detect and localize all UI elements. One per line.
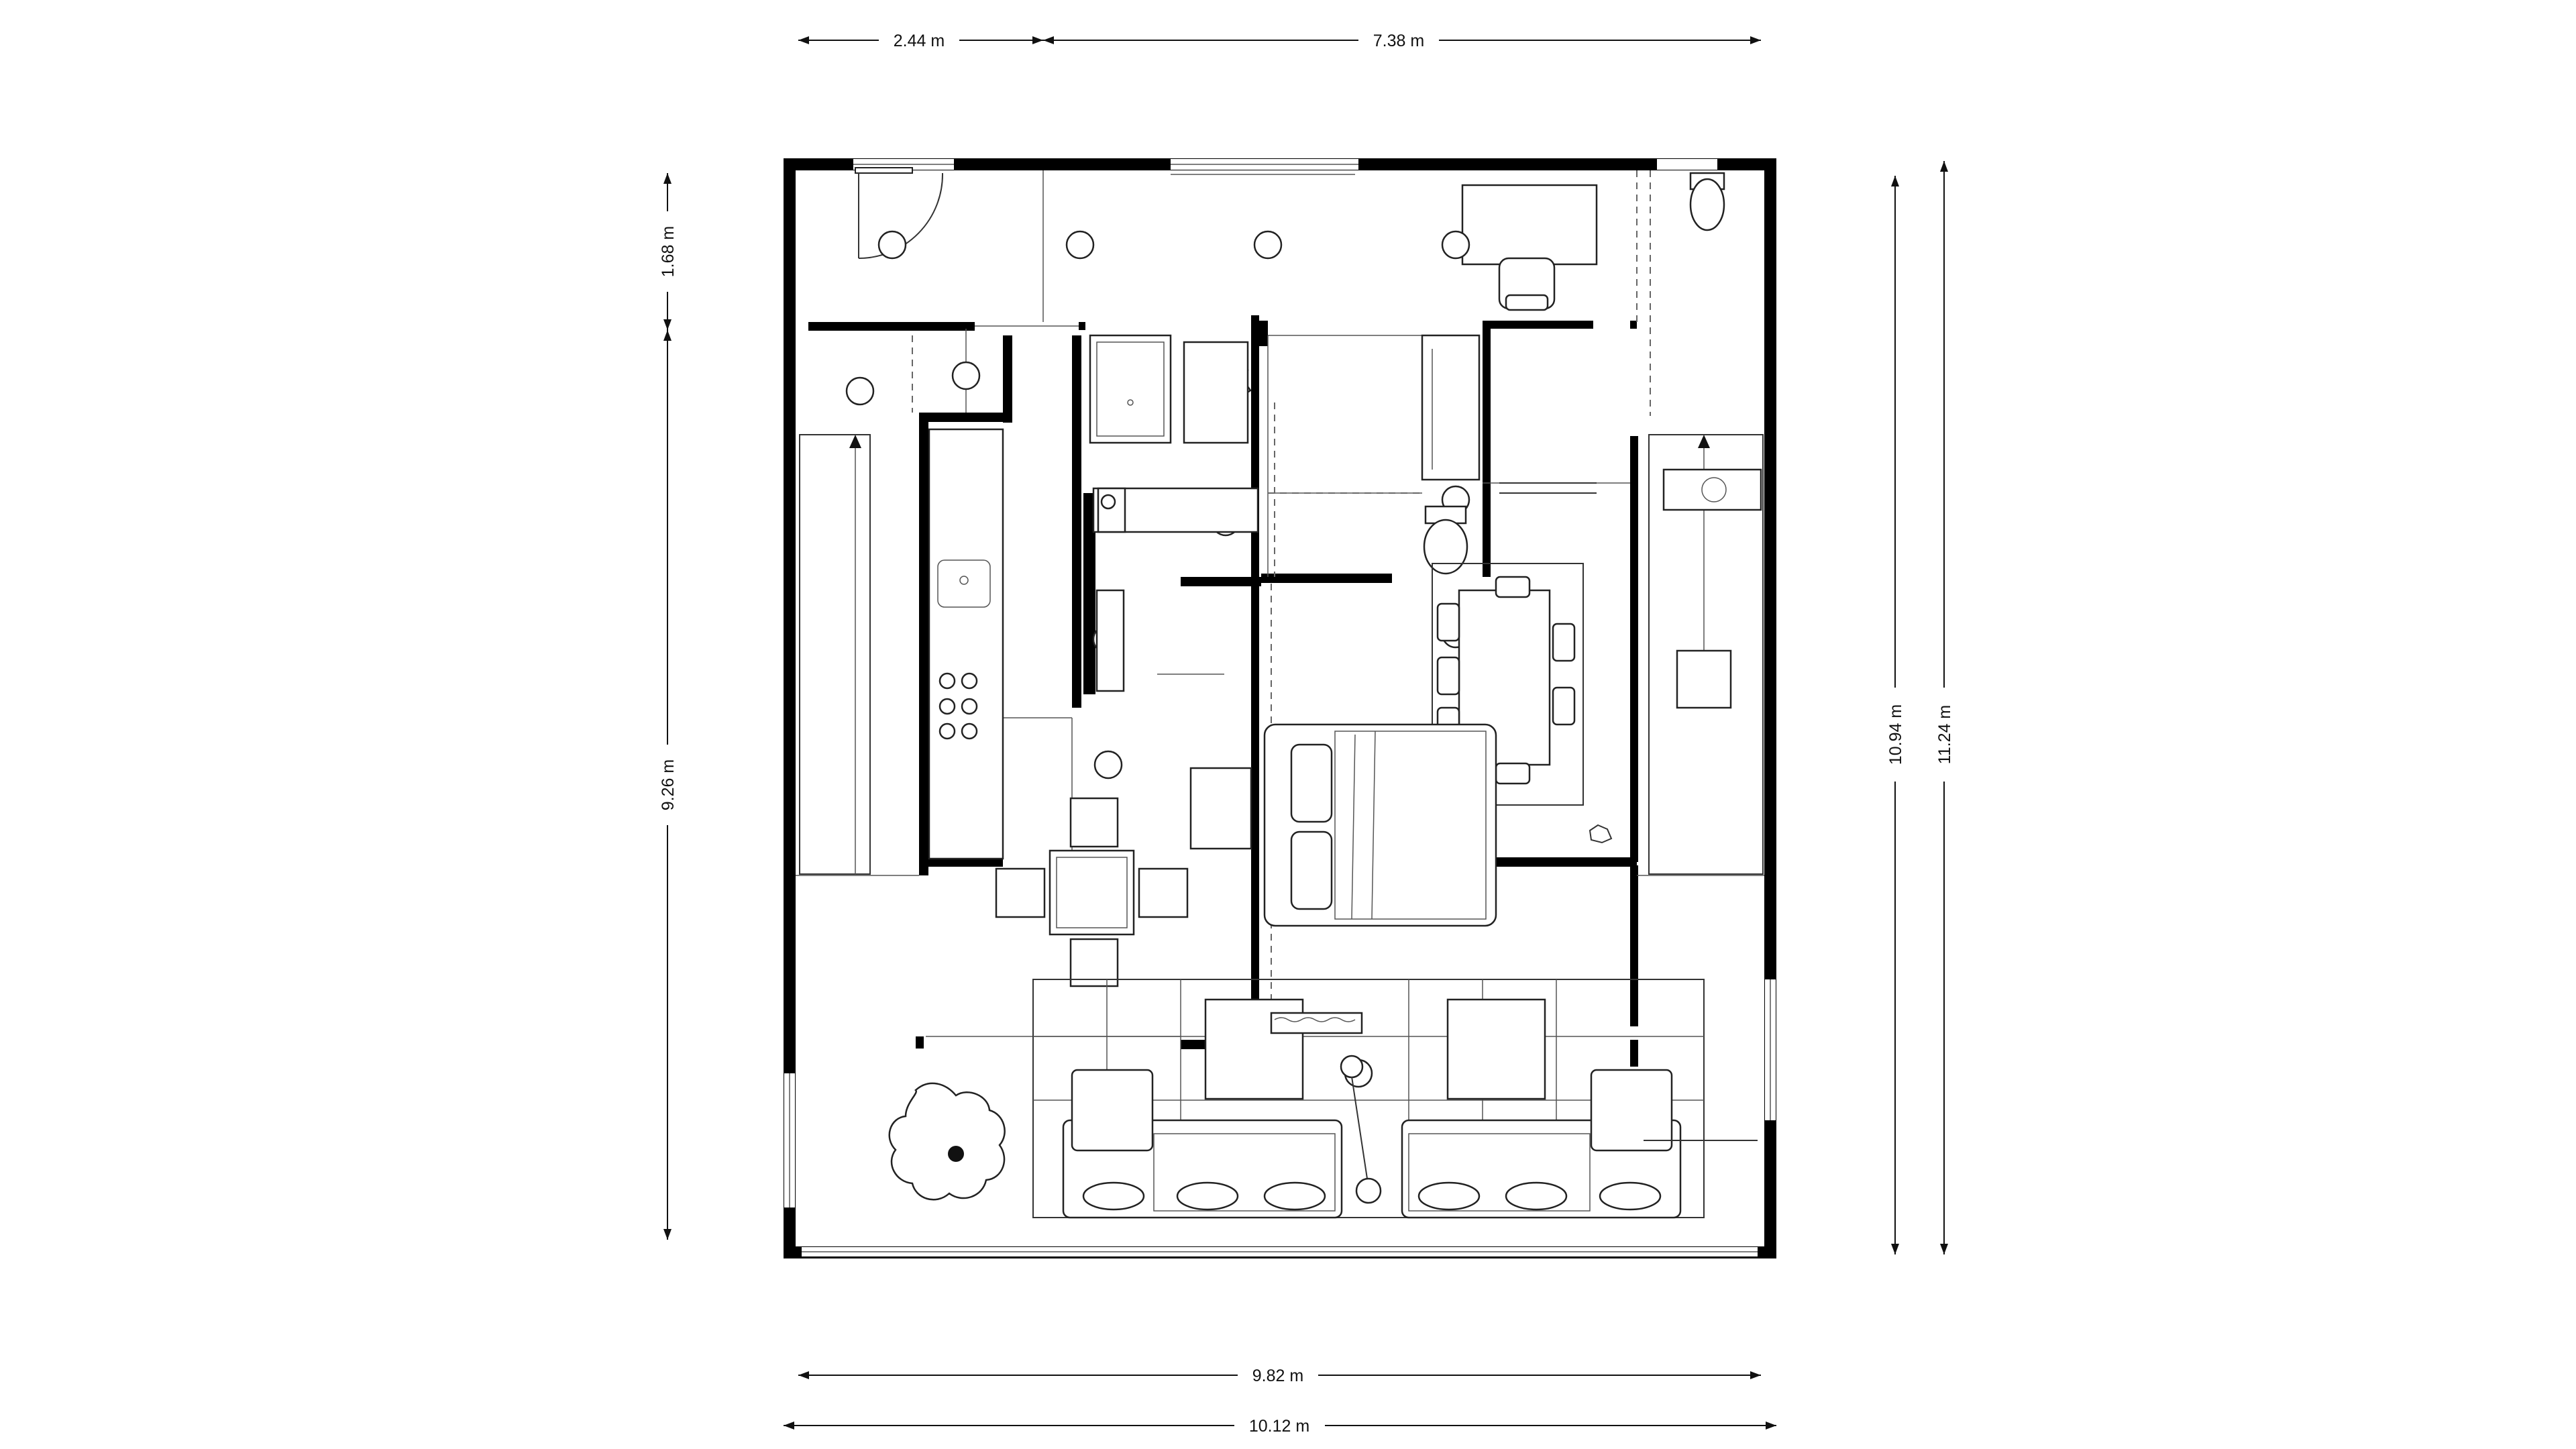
desk-chair: [1498, 257, 1556, 311]
bedside-table: [1189, 767, 1252, 850]
dimension-bottom-inner: 9.82 m: [1252, 1366, 1303, 1385]
hall-cabinet: [1421, 334, 1481, 481]
dimension-top-left: 2.44 m: [894, 32, 945, 50]
floor-plant-small: [1589, 824, 1613, 844]
dining-table-small: [995, 797, 1189, 987]
double-bed: [1263, 723, 1497, 927]
dining-set-bedroom: [1432, 563, 1584, 806]
wardrobe-rods: [1499, 482, 1597, 494]
interior-walls: [808, 315, 1638, 1067]
dimension-left-lower: 9.26 m: [659, 759, 678, 810]
entry-door: [855, 167, 944, 259]
sofa-right: [1401, 1069, 1682, 1219]
dimension-right-outer: 11.24 m: [1935, 705, 1954, 764]
toilet-top: [1689, 172, 1725, 231]
dimension-bottom-outer: 10.12 m: [1249, 1417, 1309, 1436]
bath-cabinet: [1095, 589, 1125, 692]
staircase-right: [1648, 434, 1764, 875]
dashed-lines: [912, 170, 1651, 1036]
coffee-table-right: [1446, 998, 1546, 1100]
coffee-table-left: [1204, 998, 1304, 1100]
bath-plant: [1183, 341, 1252, 444]
dimension-right-inner: 10.94 m: [1886, 704, 1905, 765]
dimension-left-upper: 1.68 m: [659, 226, 678, 277]
dimension-top-right: 7.38 m: [1373, 32, 1424, 50]
large-plant: [888, 1082, 1006, 1201]
hall-sink: [1662, 468, 1762, 511]
floor-lamp: [1340, 1055, 1382, 1204]
tv-console: [1270, 1012, 1363, 1034]
shower: [1089, 334, 1172, 444]
bath-vanity: [1092, 487, 1259, 533]
staircase-left: [799, 434, 871, 875]
toilet-bath: [1423, 505, 1468, 575]
sofa-left: [1062, 1069, 1343, 1219]
desk: [1461, 184, 1598, 266]
kitchen-counter: [928, 428, 1004, 860]
